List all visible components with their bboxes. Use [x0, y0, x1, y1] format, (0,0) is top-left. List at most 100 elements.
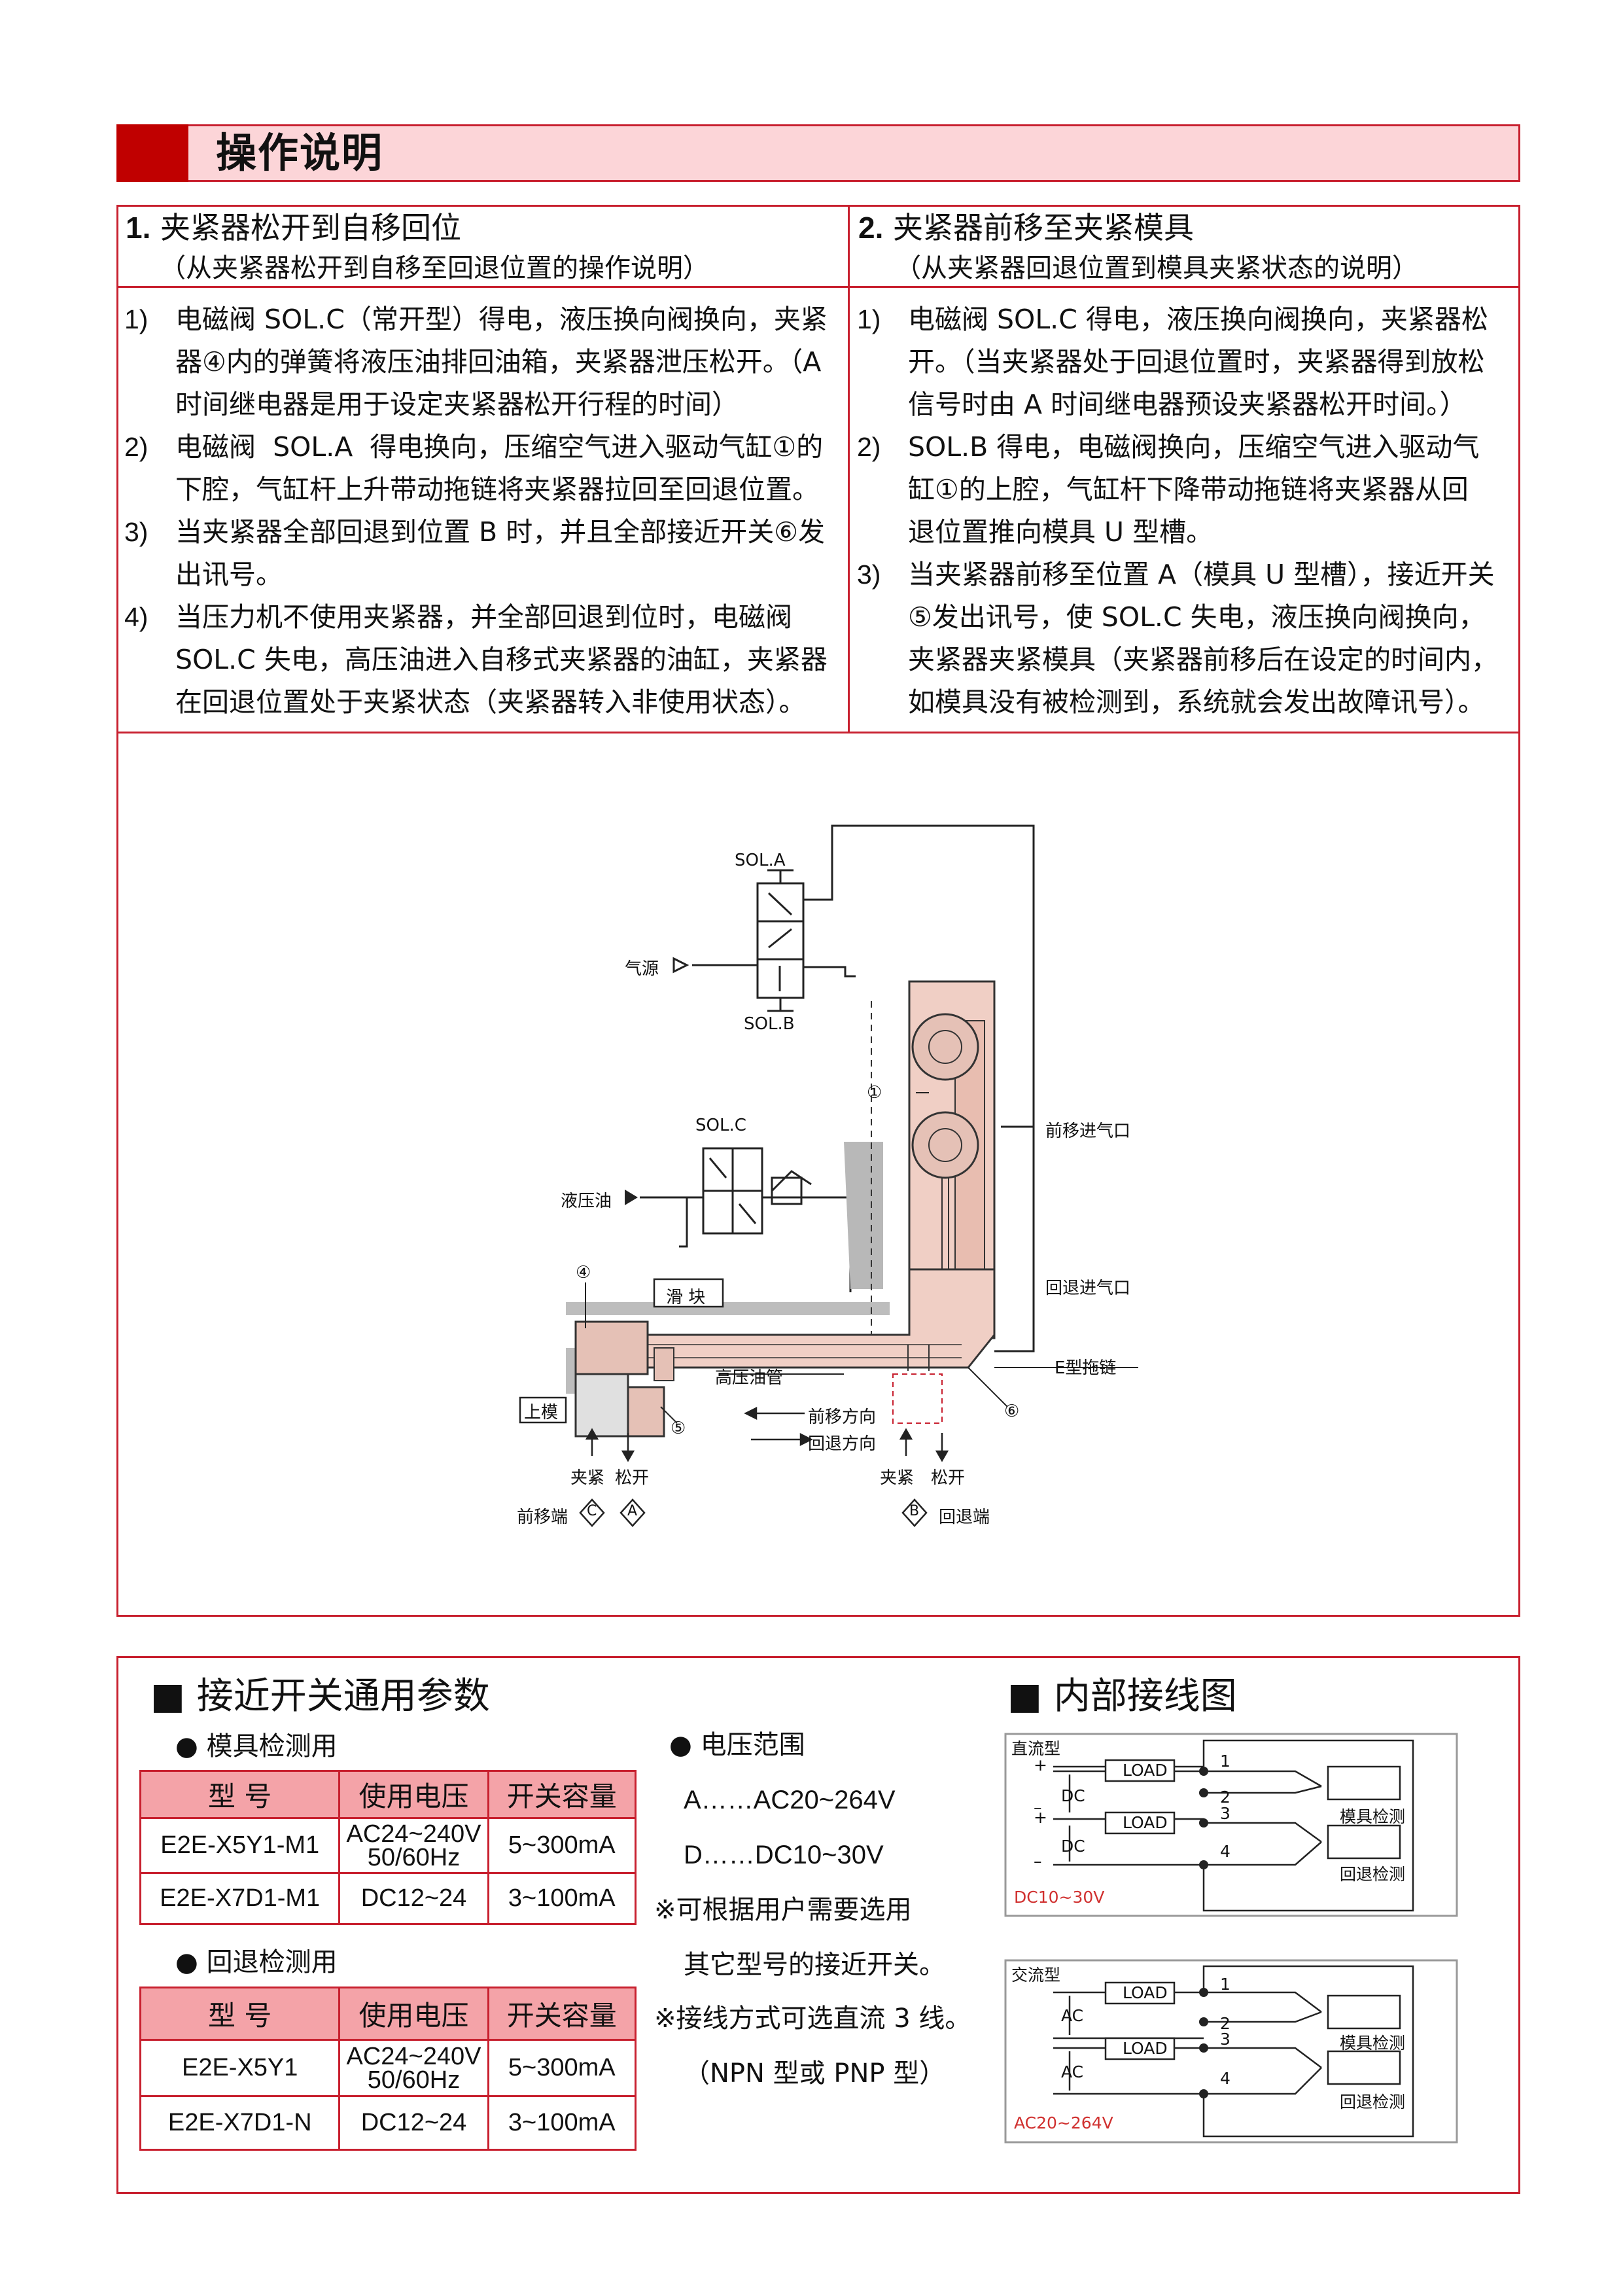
step-line: 电磁阀 SOL.C（常开型）得电，液压换向阀换向，夹紧 — [175, 304, 828, 335]
ac-supply-2: AC — [1061, 2062, 1084, 2081]
step-line: 开。（当夹紧器处于回退位置时，夹紧器得到放松 — [908, 346, 1485, 378]
release-right-label: 松开 — [931, 1468, 966, 1488]
page-title: 操作说明 — [216, 129, 384, 177]
table-row: E2E-X7D1-N DC12~24 3~100mA — [139, 2095, 637, 2151]
ac-die-detect: 模具检测 — [1340, 2034, 1406, 2053]
divider — [848, 205, 850, 733]
ac-voltage-range: AC20~264V — [1014, 2113, 1113, 2132]
dc-supply-1: DC — [1061, 1786, 1085, 1805]
step-line: 下腔，气缸杆上升带动拖链将夹紧器拉回至回退位置。 — [175, 474, 819, 505]
clamp-mark: ④ — [576, 1263, 591, 1282]
wiring-heading: ■ 内部接线图 — [1007, 1675, 1237, 1718]
step-number: 4) — [124, 602, 148, 632]
step-line: 在回退位置处于夹紧状态（夹紧器转入非使用状态）。 — [175, 686, 806, 718]
ac-return-detect: 回退检测 — [1340, 2093, 1406, 2111]
step-line: 当夹紧器前移至位置 A（模具 U 型槽），接近开关 — [908, 559, 1495, 590]
dc-title: 直流型 — [1011, 1739, 1061, 1758]
step-line: 当压力机不使用夹紧器，并全部回退到位时，电磁阀 — [175, 601, 792, 633]
section2-steps: 1) 电磁阀 SOL.C 得电，液压换向阀换向，夹紧器松开。（当夹紧器处于回退位置… — [857, 298, 1518, 724]
step-item: 2)SOL.B 得电，电磁阀换向，压缩空气进入驱动气缸①的上腔，气缸杆下降带动拖… — [857, 426, 1518, 554]
ac-supply-1: AC — [1061, 2006, 1084, 2025]
clamp-right-label: 夹紧 — [880, 1468, 915, 1488]
note-1b: 其它型号的接近开关。 — [684, 1950, 945, 1980]
ac-title: 交流型 — [1011, 1966, 1061, 1985]
dc-terminal-1: 1 — [1220, 1752, 1230, 1771]
section2-title: 2. 夹紧器前移至夹紧模具 — [858, 210, 1194, 245]
parameters-box — [116, 1656, 1520, 2194]
forward-direction-label: 前移方向 — [808, 1407, 877, 1427]
note-2b: （NPN 型或 PNP 型） — [684, 2058, 946, 2089]
note-1a: ※可根据用户需要选用 — [654, 1895, 912, 1925]
return-port-label: 回退进气口 — [1045, 1279, 1131, 1298]
hydraulic-oil-label: 液压油 — [561, 1192, 612, 1211]
divider — [116, 286, 1520, 288]
return-detect-label: ● 回退检测用 — [175, 1947, 338, 1977]
section2-subtitle: （从夹紧器回退位置到模具夹紧状态的说明） — [895, 253, 1418, 283]
section1-title: 1. 夹紧器松开到自移回位 — [126, 210, 461, 245]
dc-minus-1: – — [1034, 1798, 1042, 1817]
ac-terminal-1: 1 — [1220, 1975, 1230, 1994]
dc-load-2: LOAD — [1123, 1813, 1168, 1832]
step-line: 出讯号。 — [175, 559, 283, 590]
step-line: 电磁阀 SOL.C 得电，液压换向阀换向，夹紧器松 — [908, 304, 1488, 335]
cylinder-mark: ① — [867, 1083, 882, 1103]
section1-subtitle: （从夹紧器松开到自移至回退位置的操作说明） — [160, 253, 709, 283]
col-model: 型 号 — [139, 1770, 341, 1819]
forward-end-label: 前移端 — [517, 1508, 568, 1527]
forward-port-label: 前移进气口 — [1045, 1122, 1131, 1141]
die-detect-label: ● 模具检测用 — [175, 1731, 338, 1761]
step-number: 1) — [857, 304, 881, 334]
step-line: 信号时由 A 时间继电器预设夹紧器松开时间。） — [908, 389, 1467, 420]
ac-terminal-4: 4 — [1220, 2069, 1230, 2088]
air-source-label: 气源 — [625, 959, 659, 979]
proximity-heading: ■ 接近开关通用参数 — [150, 1675, 490, 1718]
position-b-marker: B — [909, 1503, 920, 1519]
step-line: 器④内的弹簧将液压油排回油箱，夹紧器泄压松开。（A — [175, 346, 822, 378]
dc-supply-2: DC — [1061, 1837, 1085, 1856]
step-line: 当夹紧器全部回退到位置 B 时，并且全部接近开关⑥发 — [175, 516, 825, 548]
step-line: SOL.C 失电，高压油进入自移式夹紧器的油缸，夹紧器 — [175, 644, 828, 675]
step-line: 缸①的上腔，气缸杆下降带动拖链将夹紧器从回 — [908, 474, 1469, 505]
step-item: 3)当夹紧器全部回退到位置 B 时，并且全部接近开关⑥发出讯号。 — [124, 511, 844, 596]
dc-terminal-4: 4 — [1220, 1842, 1230, 1861]
slider-label: 滑 块 — [666, 1288, 706, 1307]
step-number: 2) — [124, 432, 148, 462]
voltage-d: D……DC10~30V — [684, 1841, 884, 1869]
header-bar — [116, 124, 1520, 182]
sol-a-label: SOL.A — [735, 851, 786, 870]
hp-hose-label: 高压油管 — [715, 1368, 784, 1388]
dc-voltage-range: DC10~30V — [1014, 1888, 1105, 1907]
step-line: SOL.B 得电，电磁阀换向，压缩空气进入驱动气 — [908, 431, 1480, 463]
divider — [116, 732, 1520, 733]
return-direction-label: 回退方向 — [808, 1434, 877, 1454]
release-left-label: 松开 — [615, 1468, 650, 1488]
dc-die-detect: 模具检测 — [1340, 1807, 1406, 1826]
dc-terminal-3: 3 — [1220, 1804, 1230, 1823]
dc-return-detect: 回退检测 — [1340, 1865, 1406, 1884]
ac-terminal-2: 2 — [1220, 2014, 1230, 2033]
sol-c-label: SOL.C — [695, 1116, 746, 1135]
step-number: 1) — [124, 304, 148, 334]
note-2a: ※接线方式可选直流 3 线。 — [654, 2004, 971, 2034]
upper-die-label: 上模 — [524, 1403, 559, 1422]
step-line: 如模具没有被检测到，系统就会发出故障讯号）。 — [908, 686, 1485, 718]
position-c-marker: C — [587, 1503, 597, 1519]
step-line: 电磁阀 SOL.A 得电换向，压缩空气进入驱动气缸①的 — [175, 431, 824, 463]
table-row: E2E-X7D1-M1 DC12~24 3~100mA — [139, 1872, 637, 1925]
section1-steps: 1) 电磁阀 SOL.C（常开型）得电，液压换向阀换向，夹紧器④内的弹簧将液压油排… — [124, 298, 844, 724]
clamp-left-label: 夹紧 — [570, 1468, 605, 1488]
ac-terminal-3: 3 — [1220, 2030, 1230, 2049]
voltage-range-heading: ● 电压范围 — [669, 1730, 805, 1760]
operation-box — [116, 205, 1520, 1617]
step-item: 1) 电磁阀 SOL.C 得电，液压换向阀换向，夹紧器松开。（当夹紧器处于回退位置… — [857, 298, 1518, 426]
ac-load-2: LOAD — [1123, 2039, 1168, 2058]
step-line: ⑤发出讯号，使 SOL.C 失电，液压换向阀换向， — [908, 601, 1486, 633]
header-marker-block — [116, 124, 188, 182]
return-end-label: 回退端 — [939, 1508, 990, 1527]
dc-terminal-2: 2 — [1220, 1788, 1230, 1807]
sol-b-label: SOL.B — [744, 1014, 795, 1034]
